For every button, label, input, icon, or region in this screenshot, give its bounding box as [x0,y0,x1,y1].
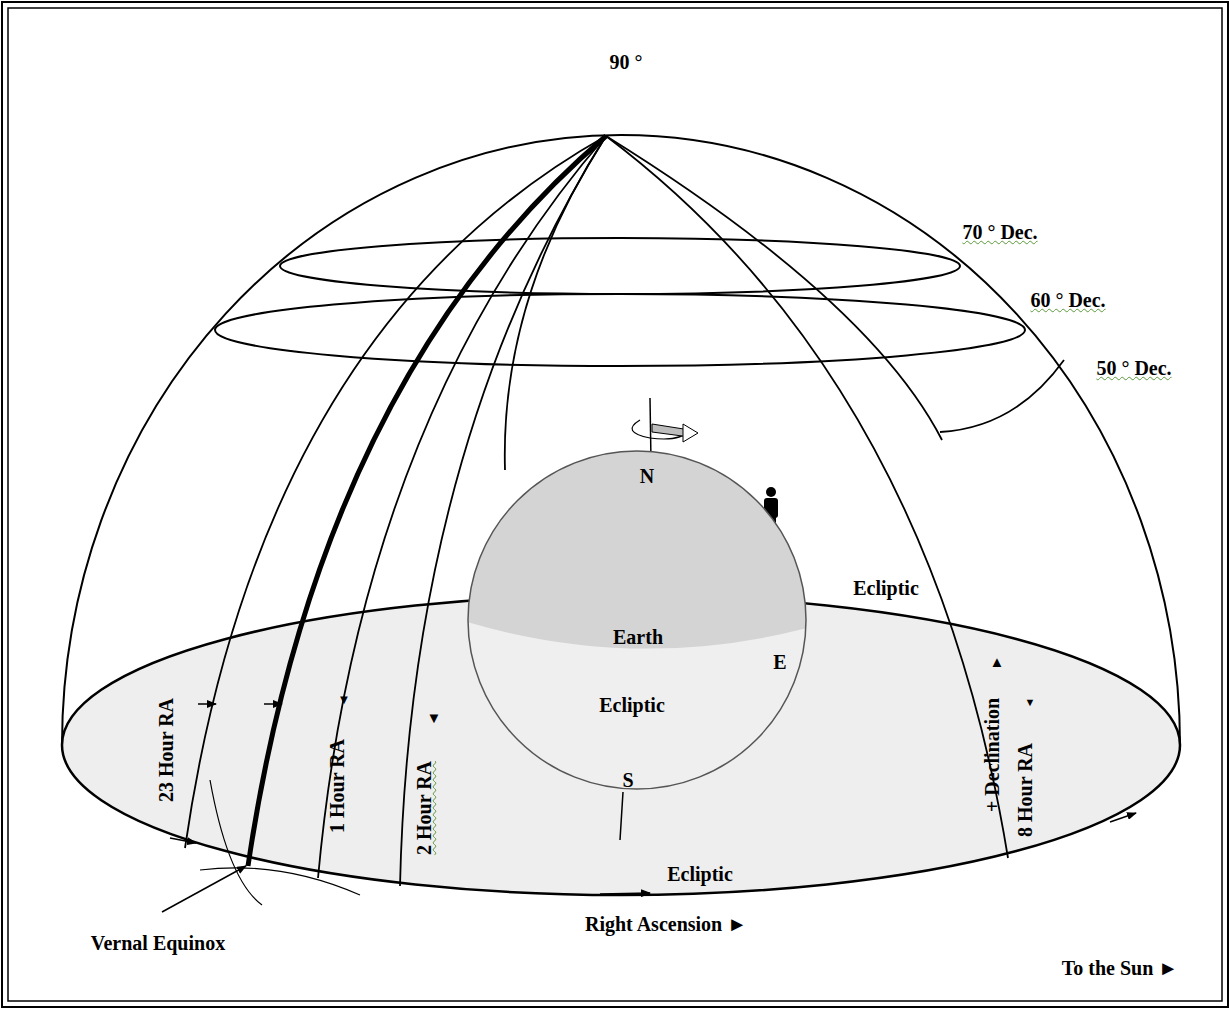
ra-label: 1 Hour RA [326,737,348,835]
direction-note: To the Sun ► [1060,957,1180,979]
ra-label: 8 Hour RA [1014,741,1036,839]
ra-label: 23 Hour RA [155,696,177,804]
axis-title: Right Ascension ► [583,913,749,935]
ecliptic-name: Ecliptic [599,694,665,716]
declination-label: 50 ° Dec. [1094,357,1173,379]
zenith-label: 90 ° [608,51,645,73]
earth-name: Earth [613,626,663,648]
callout-label: Vernal Equinox [89,932,227,954]
ecliptic-label: Ecliptic [665,863,735,885]
declination-label: 70 ° Dec. [960,221,1039,243]
earth-circle: N EarthEcliptic E S [467,450,807,790]
s-pole-letter: S [622,769,633,791]
n-pole-letter: N [640,465,654,487]
declination-label: 60 ° Dec. [1028,289,1107,311]
earth-outline [467,450,807,790]
direction-arrow: ▼ [425,710,444,727]
ecliptic-label: Ecliptic [851,577,921,599]
declination-axis-label: + Declination [981,696,1003,814]
direction-arrow: ▼ [336,693,353,707]
east-letter: E [773,651,786,673]
direction-arrow: ▼ [1023,696,1038,708]
direction-arrow: ▲ [988,654,1007,671]
ra-label: 2 Hour RA [413,759,435,857]
